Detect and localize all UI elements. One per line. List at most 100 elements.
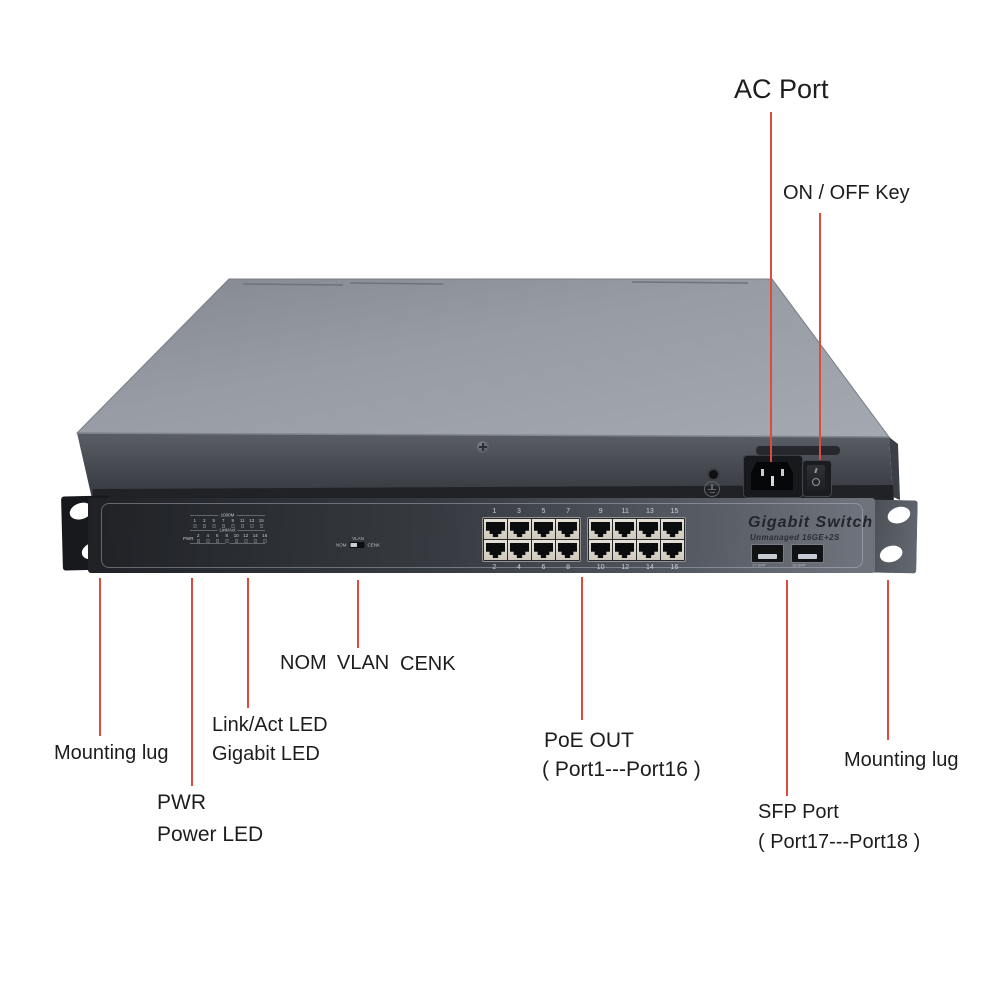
led-cell: 13 (247, 518, 257, 528)
chassis-edge-highlight (76, 432, 890, 438)
dip-slide-switch (349, 542, 365, 548)
callout-line-vlan (357, 580, 359, 648)
led-cell: 6 (213, 533, 223, 544)
port-number: 11 (621, 508, 629, 515)
port-number: 5 (541, 508, 546, 515)
chassis-seam (631, 281, 749, 284)
rocker-key (807, 465, 825, 490)
led-cell: 8 (222, 533, 232, 544)
led-cell: 16 (260, 533, 270, 544)
rj45-port (589, 519, 612, 539)
label-sfp-range: ( Port17---Port18 ) (758, 831, 921, 853)
vlan-dip-switch-area: VLAN NOM CENK (334, 536, 382, 548)
led-cell: 2 (194, 533, 204, 544)
ac-pin (761, 469, 764, 476)
sfp-port-block: 17-SFP 18-SFP (751, 544, 824, 568)
port-number: 13 (645, 508, 654, 515)
port-number: 9 (598, 508, 603, 515)
rack-screw-hole (885, 504, 913, 527)
callout-line-mounting-lug-left (99, 578, 101, 736)
label-ac-port: AC Port (734, 74, 829, 104)
rj45-port (637, 540, 660, 560)
chassis-rear-band (77, 433, 893, 503)
chassis-seam (242, 283, 344, 286)
sfp-cage-label: 17-SFP (752, 563, 766, 568)
pwr-led-label: PWR (183, 536, 194, 541)
port-number: 10 (596, 564, 605, 571)
rj45-port (556, 540, 579, 560)
label-poe-out: PoE OUT (544, 729, 634, 752)
rj45-group (482, 517, 581, 562)
rocker-off-mark (812, 478, 820, 486)
label-power-led: Power LED (157, 823, 264, 846)
chassis-seam (349, 282, 444, 285)
port-number: 4 (516, 564, 521, 571)
led-cell: 12 (241, 533, 251, 544)
rear-panel-screw (477, 441, 489, 453)
rj45-port (508, 540, 531, 560)
led-bottom-bracket (190, 544, 265, 545)
callout-line-sfp (786, 580, 788, 796)
front-panel-bezel (101, 503, 863, 568)
sfp-cage-label: 18-SFP (792, 563, 806, 568)
ac-power-inlet (743, 455, 803, 498)
port-number: 6 (541, 564, 546, 571)
led-cell: 3 (200, 518, 210, 528)
rear-screw-hole (709, 470, 718, 479)
ac-pin (781, 469, 784, 476)
callout-line-pwr (191, 578, 193, 786)
sfp-cage: 18-SFP (791, 544, 824, 568)
rj45-port (556, 519, 579, 539)
rack-screw-hole (877, 542, 905, 565)
port-number: 16 (670, 564, 679, 571)
callout-line-linkact (247, 578, 249, 708)
callout-line-poe (581, 577, 583, 720)
rj45-port (613, 519, 636, 539)
led-cell: 10 (232, 533, 242, 544)
led-linkact-bracket: Link/Act (190, 528, 265, 533)
led-cell: 14 (251, 533, 261, 544)
port-number: 3 (516, 508, 521, 515)
led-cell: 1 (190, 518, 200, 528)
callout-line-mounting-lug-right (887, 580, 889, 740)
led-linkact-label: Link/Act (219, 527, 236, 533)
label-nom: NOM (280, 652, 327, 674)
label-sfp-port: SFP Port (758, 801, 839, 823)
callout-line-ac-port (770, 112, 772, 462)
brand-subtitle: Unmanaged 16GE+2S (750, 533, 840, 542)
dip-nom-label: NOM (335, 542, 347, 548)
led-cell: 15 (257, 518, 267, 528)
sfp-cage: 17-SFP (751, 544, 784, 568)
port-number: 15 (670, 508, 679, 515)
rj45-port (613, 540, 636, 560)
label-gigabit-led: Gigabit LED (212, 743, 320, 765)
ground-symbol-icon (704, 481, 720, 497)
chassis-right-face (889, 437, 900, 500)
led-cell: 11 (238, 518, 248, 528)
brand-title: Gigabit Switch (748, 514, 874, 531)
led-cell: 7 (219, 518, 229, 528)
port-number: 8 (566, 564, 571, 571)
port-number: 1 (492, 508, 497, 515)
dip-vlan-label: VLAN (352, 536, 364, 541)
rj45-port (532, 519, 555, 539)
label-vlan: VLAN (337, 652, 390, 674)
label-mounting-lug-left: Mounting lug (54, 742, 169, 764)
rj45-group (587, 517, 686, 562)
rj45-port (661, 519, 684, 539)
label-on-off-key: ON / OFF Key (783, 182, 910, 204)
port-number: 12 (621, 564, 630, 571)
led-cell: 4 (203, 533, 213, 544)
port-number: 2 (492, 564, 497, 571)
label-linkact-led: Link/Act LED (212, 714, 328, 736)
rj45-port (589, 540, 612, 560)
ac-molded-strip (756, 446, 840, 455)
